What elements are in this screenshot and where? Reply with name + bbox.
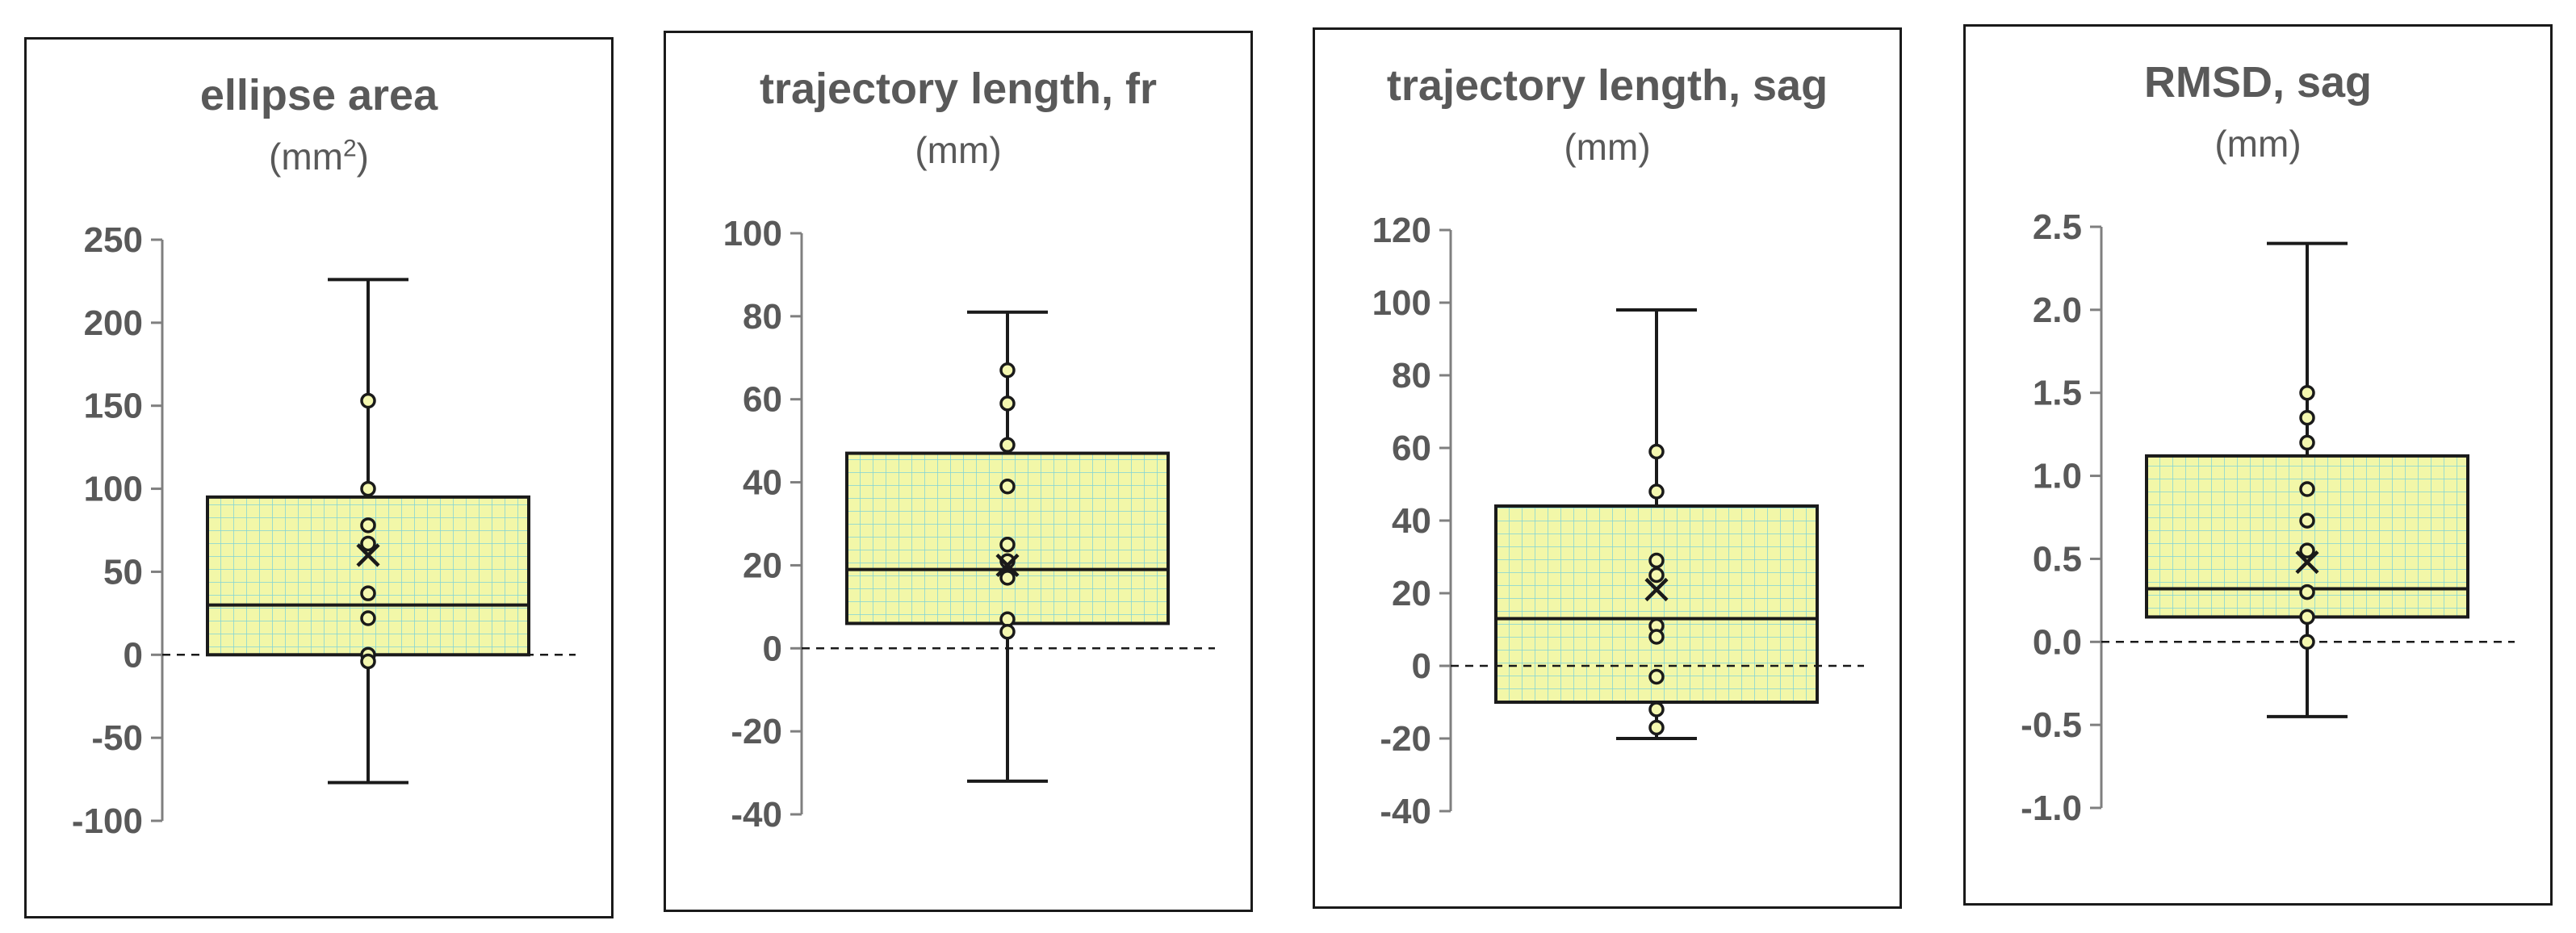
y-tick-label: 80 bbox=[743, 297, 782, 337]
y-tick-label: 100 bbox=[84, 470, 143, 509]
data-point bbox=[360, 517, 376, 533]
unit-close: ) bbox=[356, 136, 369, 178]
data-point bbox=[2299, 481, 2315, 497]
y-tick-label: -40 bbox=[1380, 792, 1431, 831]
y-tick-label: 0 bbox=[1412, 646, 1431, 686]
y-tick-label: 1.0 bbox=[2033, 457, 2082, 496]
data-point bbox=[360, 535, 376, 552]
data-point bbox=[999, 362, 1016, 379]
y-tick-label: 1.5 bbox=[2033, 374, 2082, 413]
chart-title: trajectory length, fr bbox=[759, 65, 1158, 113]
y-tick-label: -0.5 bbox=[2021, 705, 2082, 745]
data-point bbox=[999, 437, 1016, 454]
unit-open: (mm) bbox=[2214, 123, 2302, 165]
unit-open: (mm) bbox=[915, 129, 1002, 171]
chart-unit: (mm2) bbox=[27, 135, 611, 178]
box-plot: 120 100 80 60 40 20 0 -20 -40 bbox=[1372, 211, 1864, 831]
box-plot: 250 200 150 100 50 0 -50 -100 bbox=[72, 220, 576, 841]
y-tick-label: 20 bbox=[1392, 574, 1431, 613]
chart-panel-trajectory-length-fr: trajectory length, fr (mm) 100 80 60 40 20 0 -… bbox=[664, 31, 1253, 912]
y-tick-label: 20 bbox=[743, 546, 782, 585]
y-tick-label: 80 bbox=[1392, 356, 1431, 395]
y-tick-label: 60 bbox=[743, 380, 782, 420]
y-tick-label: 120 bbox=[1372, 211, 1431, 250]
y-tick-label: 0 bbox=[763, 629, 782, 668]
data-point bbox=[1648, 483, 1665, 500]
mean-marker bbox=[2295, 550, 2319, 575]
data-point bbox=[360, 392, 376, 409]
y-tick-label: 100 bbox=[1372, 283, 1431, 323]
y-tick-label: 40 bbox=[1392, 501, 1431, 541]
data-point bbox=[2299, 409, 2315, 426]
chart-unit: (mm) bbox=[666, 128, 1250, 172]
data-point bbox=[2299, 434, 2315, 451]
y-tick-label: -1.0 bbox=[2021, 789, 2082, 828]
y-tick-label: 200 bbox=[84, 303, 143, 343]
y-tick-label: 150 bbox=[84, 387, 143, 426]
y-tick-label: 0 bbox=[124, 635, 143, 675]
data-point bbox=[999, 395, 1016, 412]
data-point bbox=[2299, 542, 2315, 559]
data-point bbox=[360, 610, 376, 626]
y-tick-label: -20 bbox=[731, 712, 782, 751]
data-point bbox=[360, 653, 376, 670]
y-tick-label: 2.5 bbox=[2033, 207, 2082, 247]
data-point bbox=[999, 623, 1016, 640]
data-point bbox=[999, 536, 1016, 553]
data-point bbox=[1648, 443, 1665, 460]
data-point bbox=[1648, 668, 1665, 685]
data-point bbox=[360, 480, 376, 497]
chart-title: RMSD, sag bbox=[2143, 58, 2373, 107]
unit-superscript: 2 bbox=[342, 135, 357, 162]
chart-unit: (mm) bbox=[1315, 125, 1900, 169]
unit-open: (mm bbox=[269, 136, 343, 178]
data-point bbox=[999, 570, 1016, 586]
data-point bbox=[1648, 701, 1665, 718]
chart-panel-rmsd-sag: RMSD, sag (mm) 2.5 2.0 1.5 1.0 0.5 0.0 -0.5 -1.… bbox=[1963, 24, 2553, 906]
y-tick-label: 50 bbox=[103, 552, 143, 592]
data-point bbox=[2299, 634, 2315, 651]
mean-marker bbox=[995, 553, 1020, 578]
y-tick-label: -100 bbox=[72, 801, 143, 841]
y-tick-label: 0.5 bbox=[2033, 539, 2082, 579]
data-point bbox=[1648, 552, 1665, 569]
y-tick-label: 250 bbox=[84, 220, 143, 260]
data-point bbox=[2299, 584, 2315, 600]
y-tick-label: -50 bbox=[91, 718, 143, 758]
y-tick-label: 2.0 bbox=[2033, 291, 2082, 330]
data-point bbox=[1648, 719, 1665, 736]
y-tick-label: -40 bbox=[731, 795, 782, 835]
y-tick-label: -20 bbox=[1380, 719, 1431, 759]
box-plot: 100 80 60 40 20 0 -20 -40 bbox=[723, 214, 1215, 835]
y-tick-label: 40 bbox=[743, 463, 782, 503]
mean-marker bbox=[356, 543, 380, 567]
data-point bbox=[2299, 513, 2315, 529]
y-tick-label: 0.0 bbox=[2033, 622, 2082, 662]
data-point bbox=[1648, 629, 1665, 645]
y-tick-label: 100 bbox=[723, 214, 782, 253]
chart-panel-trajectory-length-sag: trajectory length, sag (mm) 120 100 80 60 40… bbox=[1313, 27, 1902, 909]
data-point bbox=[360, 585, 376, 601]
chart-unit: (mm) bbox=[1966, 122, 2550, 165]
data-point bbox=[1648, 567, 1665, 584]
y-tick-label: 60 bbox=[1392, 429, 1431, 468]
unit-open: (mm) bbox=[1564, 126, 1651, 168]
chart-title: ellipse area bbox=[199, 71, 438, 119]
data-point bbox=[2299, 609, 2315, 625]
data-point bbox=[999, 611, 1016, 628]
mean-marker bbox=[1644, 577, 1669, 602]
data-point bbox=[999, 478, 1016, 495]
data-point bbox=[2299, 384, 2315, 401]
box-plot: 2.5 2.0 1.5 1.0 0.5 0.0 -0.5 -1.0 bbox=[2021, 207, 2515, 828]
chart-title: trajectory length, sag bbox=[1386, 61, 1828, 110]
chart-panel-ellipse-area: ellipse area (mm2) 250 200 150 100 50 0 -50 -10… bbox=[24, 37, 614, 918]
